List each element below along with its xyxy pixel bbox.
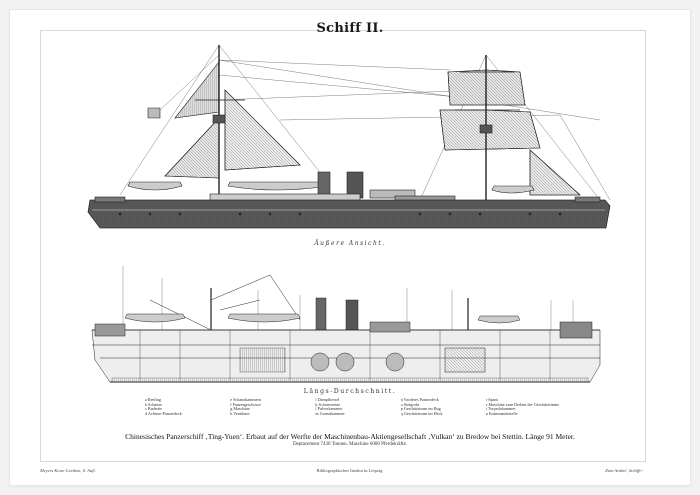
legend-item: b Schanze <box>145 402 163 407</box>
ship-description: Chinesisches Panzerschiff ‚Ting-Yuen‘. E… <box>125 432 575 441</box>
legend-item: q Geschützturm im Heck <box>400 411 443 416</box>
plate-sheet <box>10 10 690 485</box>
legend-item: m Granatkammer <box>315 411 345 416</box>
legend-column: e Schanzkammern f Panzergeschosse g Masc… <box>230 398 309 434</box>
legend-column: a Reeling b Schanze c Barbette d Achtere… <box>145 398 224 434</box>
footer-article-ref: Zum Artikel ‚Schiffe‘. <box>605 468 644 473</box>
illustration-frame <box>40 30 646 462</box>
exterior-view <box>87 44 611 229</box>
legend-item: h Ventilator <box>230 411 250 416</box>
legend-item: n Vorderes Panzerdeck <box>400 398 439 402</box>
footer-publisher: Bibliographisches Institut in Leipzig. <box>316 468 384 473</box>
plate-title: Schiff II. <box>316 21 384 36</box>
legend-item: s Maschine zum Drehen der Geschütztürme <box>485 402 560 407</box>
legend-column: i Dampfkessel k Schornsteine l Pulverkam… <box>315 398 394 434</box>
legend-item: c Barbette <box>145 407 163 412</box>
legend-item: u Kommandostelle <box>485 411 518 416</box>
section-view-caption: Längs-Durchschnitt. <box>303 388 397 395</box>
legend-item: g Maschine <box>230 407 250 412</box>
legend-item: o Steigrohr <box>400 402 420 407</box>
legend-item: l Pulverkammer <box>315 407 343 412</box>
legend-item: t Torpedokammer <box>485 407 516 412</box>
legend-item: e Schanzkammern <box>230 398 261 402</box>
legend-item: p Geschützturm im Bug <box>400 407 441 412</box>
legend-column: r Spant s Maschine zum Drehen der Geschü… <box>486 398 565 434</box>
footer-source: Meyers Konv.-Lexikon, 4. Aufl. <box>40 468 96 473</box>
legend-item: r Spant <box>485 398 498 402</box>
exterior-view-caption: Äußere Ansicht. <box>314 240 386 247</box>
legend-item: a Reeling <box>145 398 161 402</box>
legend-item: f Panzergeschosse <box>230 402 261 407</box>
ship-specs: Deplacement 7430 Tonnen. Maschine 6000 P… <box>292 442 408 447</box>
legend-column: n Vorderes Panzerdeck o Steigrohr p Gesc… <box>401 398 480 434</box>
legend-item: i Dampfkessel <box>315 398 340 402</box>
legend-item: k Schornsteine <box>315 402 341 407</box>
section-view <box>91 266 601 383</box>
legend-item: d Achtere-Panzerdeck <box>145 411 182 416</box>
parts-legend: a Reeling b Schanze c Barbette d Achtere… <box>145 398 565 434</box>
